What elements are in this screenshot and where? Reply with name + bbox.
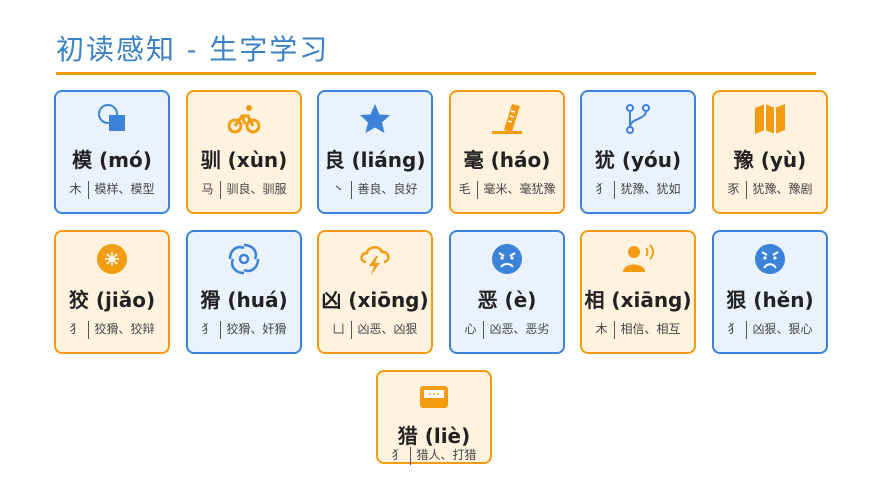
divider xyxy=(482,320,484,339)
radical: 马 xyxy=(201,182,214,196)
char-label: 凶 (xiōng) xyxy=(321,288,429,312)
word-examples: 犹豫、豫剧 xyxy=(752,182,813,196)
word-examples: 驯良、驯服 xyxy=(226,182,287,196)
radical: 木 xyxy=(595,322,608,336)
branch-icon xyxy=(621,102,655,136)
char-card-hua[interactable]: 猾 (huá) 犭狡猾、奸猾 xyxy=(186,230,302,354)
radical: 犭 xyxy=(727,322,740,336)
title-underline xyxy=(56,72,816,75)
char-card-liang[interactable]: 良 (liáng) 丶善良、良好 xyxy=(317,90,433,214)
radical-row: 犭猎人、打猎 xyxy=(378,446,490,465)
word-examples: 犹豫、犹如 xyxy=(620,182,681,196)
char-card-e[interactable]: 恶 (è) 心凶恶、恶劣 xyxy=(449,230,565,354)
ruler-icon xyxy=(490,102,524,136)
char-label: 狡 (jiǎo) xyxy=(68,288,156,312)
radical-row: 心凶恶、恶劣 xyxy=(451,320,563,339)
word-examples: 善良、良好 xyxy=(357,182,418,196)
speaking-person-icon xyxy=(621,242,655,276)
char-label: 豫 (yù) xyxy=(733,148,807,172)
divider xyxy=(219,320,221,339)
shapes-icon xyxy=(95,102,129,136)
char-label: 猾 (huá) xyxy=(200,288,288,312)
radical: 犭 xyxy=(595,182,608,196)
divider xyxy=(476,180,478,199)
radical-row: 豕犹豫、豫剧 xyxy=(714,180,826,199)
radical-row: 木相信、相互 xyxy=(582,320,694,339)
char-label: 毫 (háo) xyxy=(463,148,551,172)
radical: 犭 xyxy=(391,448,404,462)
inbox-icon xyxy=(417,380,451,414)
radical-row: 犭狡猾、奸猾 xyxy=(188,320,300,339)
star-icon xyxy=(358,102,392,136)
word-examples: 凶恶、恶劣 xyxy=(489,322,550,336)
swirl-icon xyxy=(227,242,261,276)
divider xyxy=(613,320,615,339)
sparkle-icon xyxy=(95,242,129,276)
word-examples: 狡猾、奸猾 xyxy=(226,322,287,336)
char-card-xiang[interactable]: 相 (xiāng) 木相信、相互 xyxy=(580,230,696,354)
word-examples: 相信、相互 xyxy=(620,322,681,336)
bicycle-icon xyxy=(227,102,261,136)
radical-row: 凵凶恶、凶狠 xyxy=(319,320,431,339)
word-examples: 凶狠、狠心 xyxy=(752,322,813,336)
char-label: 驯 (xùn) xyxy=(200,148,288,172)
char-label: 恶 (è) xyxy=(477,288,537,312)
char-card-jiao[interactable]: 狡 (jiǎo) 犭狡猾、狡辩 xyxy=(54,230,170,354)
char-card-you[interactable]: 犹 (yóu) 犭犹豫、犹如 xyxy=(580,90,696,214)
radical-row: 丶善良、良好 xyxy=(319,180,431,199)
map-icon xyxy=(753,102,787,136)
radical-row: 马驯良、驯服 xyxy=(188,180,300,199)
radical: 犭 xyxy=(69,322,82,336)
radical-row: 犭犹豫、犹如 xyxy=(582,180,694,199)
radical: 心 xyxy=(464,322,477,336)
word-examples: 凶恶、凶狠 xyxy=(357,322,418,336)
char-card-lie[interactable]: 猎 (liè) 犭猎人、打猎 xyxy=(376,370,492,465)
char-label: 良 (liáng) xyxy=(324,148,426,172)
divider xyxy=(613,180,615,199)
radical: 豕 xyxy=(727,182,740,196)
divider xyxy=(350,320,352,339)
divider xyxy=(745,320,747,339)
char-card-xun[interactable]: 驯 (xùn) 马驯良、驯服 xyxy=(186,90,302,214)
char-card-hao[interactable]: 毫 (háo) 毛毫米、毫犹豫 xyxy=(449,90,565,214)
word-examples: 毫米、毫犹豫 xyxy=(483,182,556,196)
radical-row: 毛毫米、毫犹豫 xyxy=(451,180,563,199)
char-label: 相 (xiāng) xyxy=(584,288,692,312)
word-examples: 猎人、打猎 xyxy=(416,448,477,462)
page-title: 初读感知 - 生字学习 xyxy=(56,33,330,66)
divider xyxy=(409,446,411,465)
char-label: 模 (mó) xyxy=(72,148,152,172)
divider xyxy=(87,320,89,339)
angry-face-icon xyxy=(490,242,524,276)
char-label: 猎 (liè) xyxy=(397,424,471,448)
char-label: 犹 (yóu) xyxy=(594,148,682,172)
radical-row: 犭凶狠、狠心 xyxy=(714,320,826,339)
radical-row: 犭狡猾、狡辩 xyxy=(56,320,168,339)
storm-icon xyxy=(358,242,392,276)
word-examples: 狡猾、狡辩 xyxy=(94,322,155,336)
char-card-yu[interactable]: 豫 (yù) 豕犹豫、豫剧 xyxy=(712,90,828,214)
radical: 丶 xyxy=(332,182,345,196)
radical: 凵 xyxy=(332,322,345,336)
divider xyxy=(219,180,221,199)
radical: 木 xyxy=(69,182,82,196)
word-examples: 模样、模型 xyxy=(94,182,155,196)
divider xyxy=(350,180,352,199)
radical: 毛 xyxy=(458,182,471,196)
char-card-mo[interactable]: 模 (mó) 木模样、模型 xyxy=(54,90,170,214)
radical: 犭 xyxy=(201,322,214,336)
char-card-xiong[interactable]: 凶 (xiōng) 凵凶恶、凶狠 xyxy=(317,230,433,354)
divider xyxy=(87,180,89,199)
char-label: 狠 (hěn) xyxy=(726,288,814,312)
frown-face-icon xyxy=(753,242,787,276)
radical-row: 木模样、模型 xyxy=(56,180,168,199)
divider xyxy=(745,180,747,199)
char-card-hen[interactable]: 狠 (hěn) 犭凶狠、狠心 xyxy=(712,230,828,354)
